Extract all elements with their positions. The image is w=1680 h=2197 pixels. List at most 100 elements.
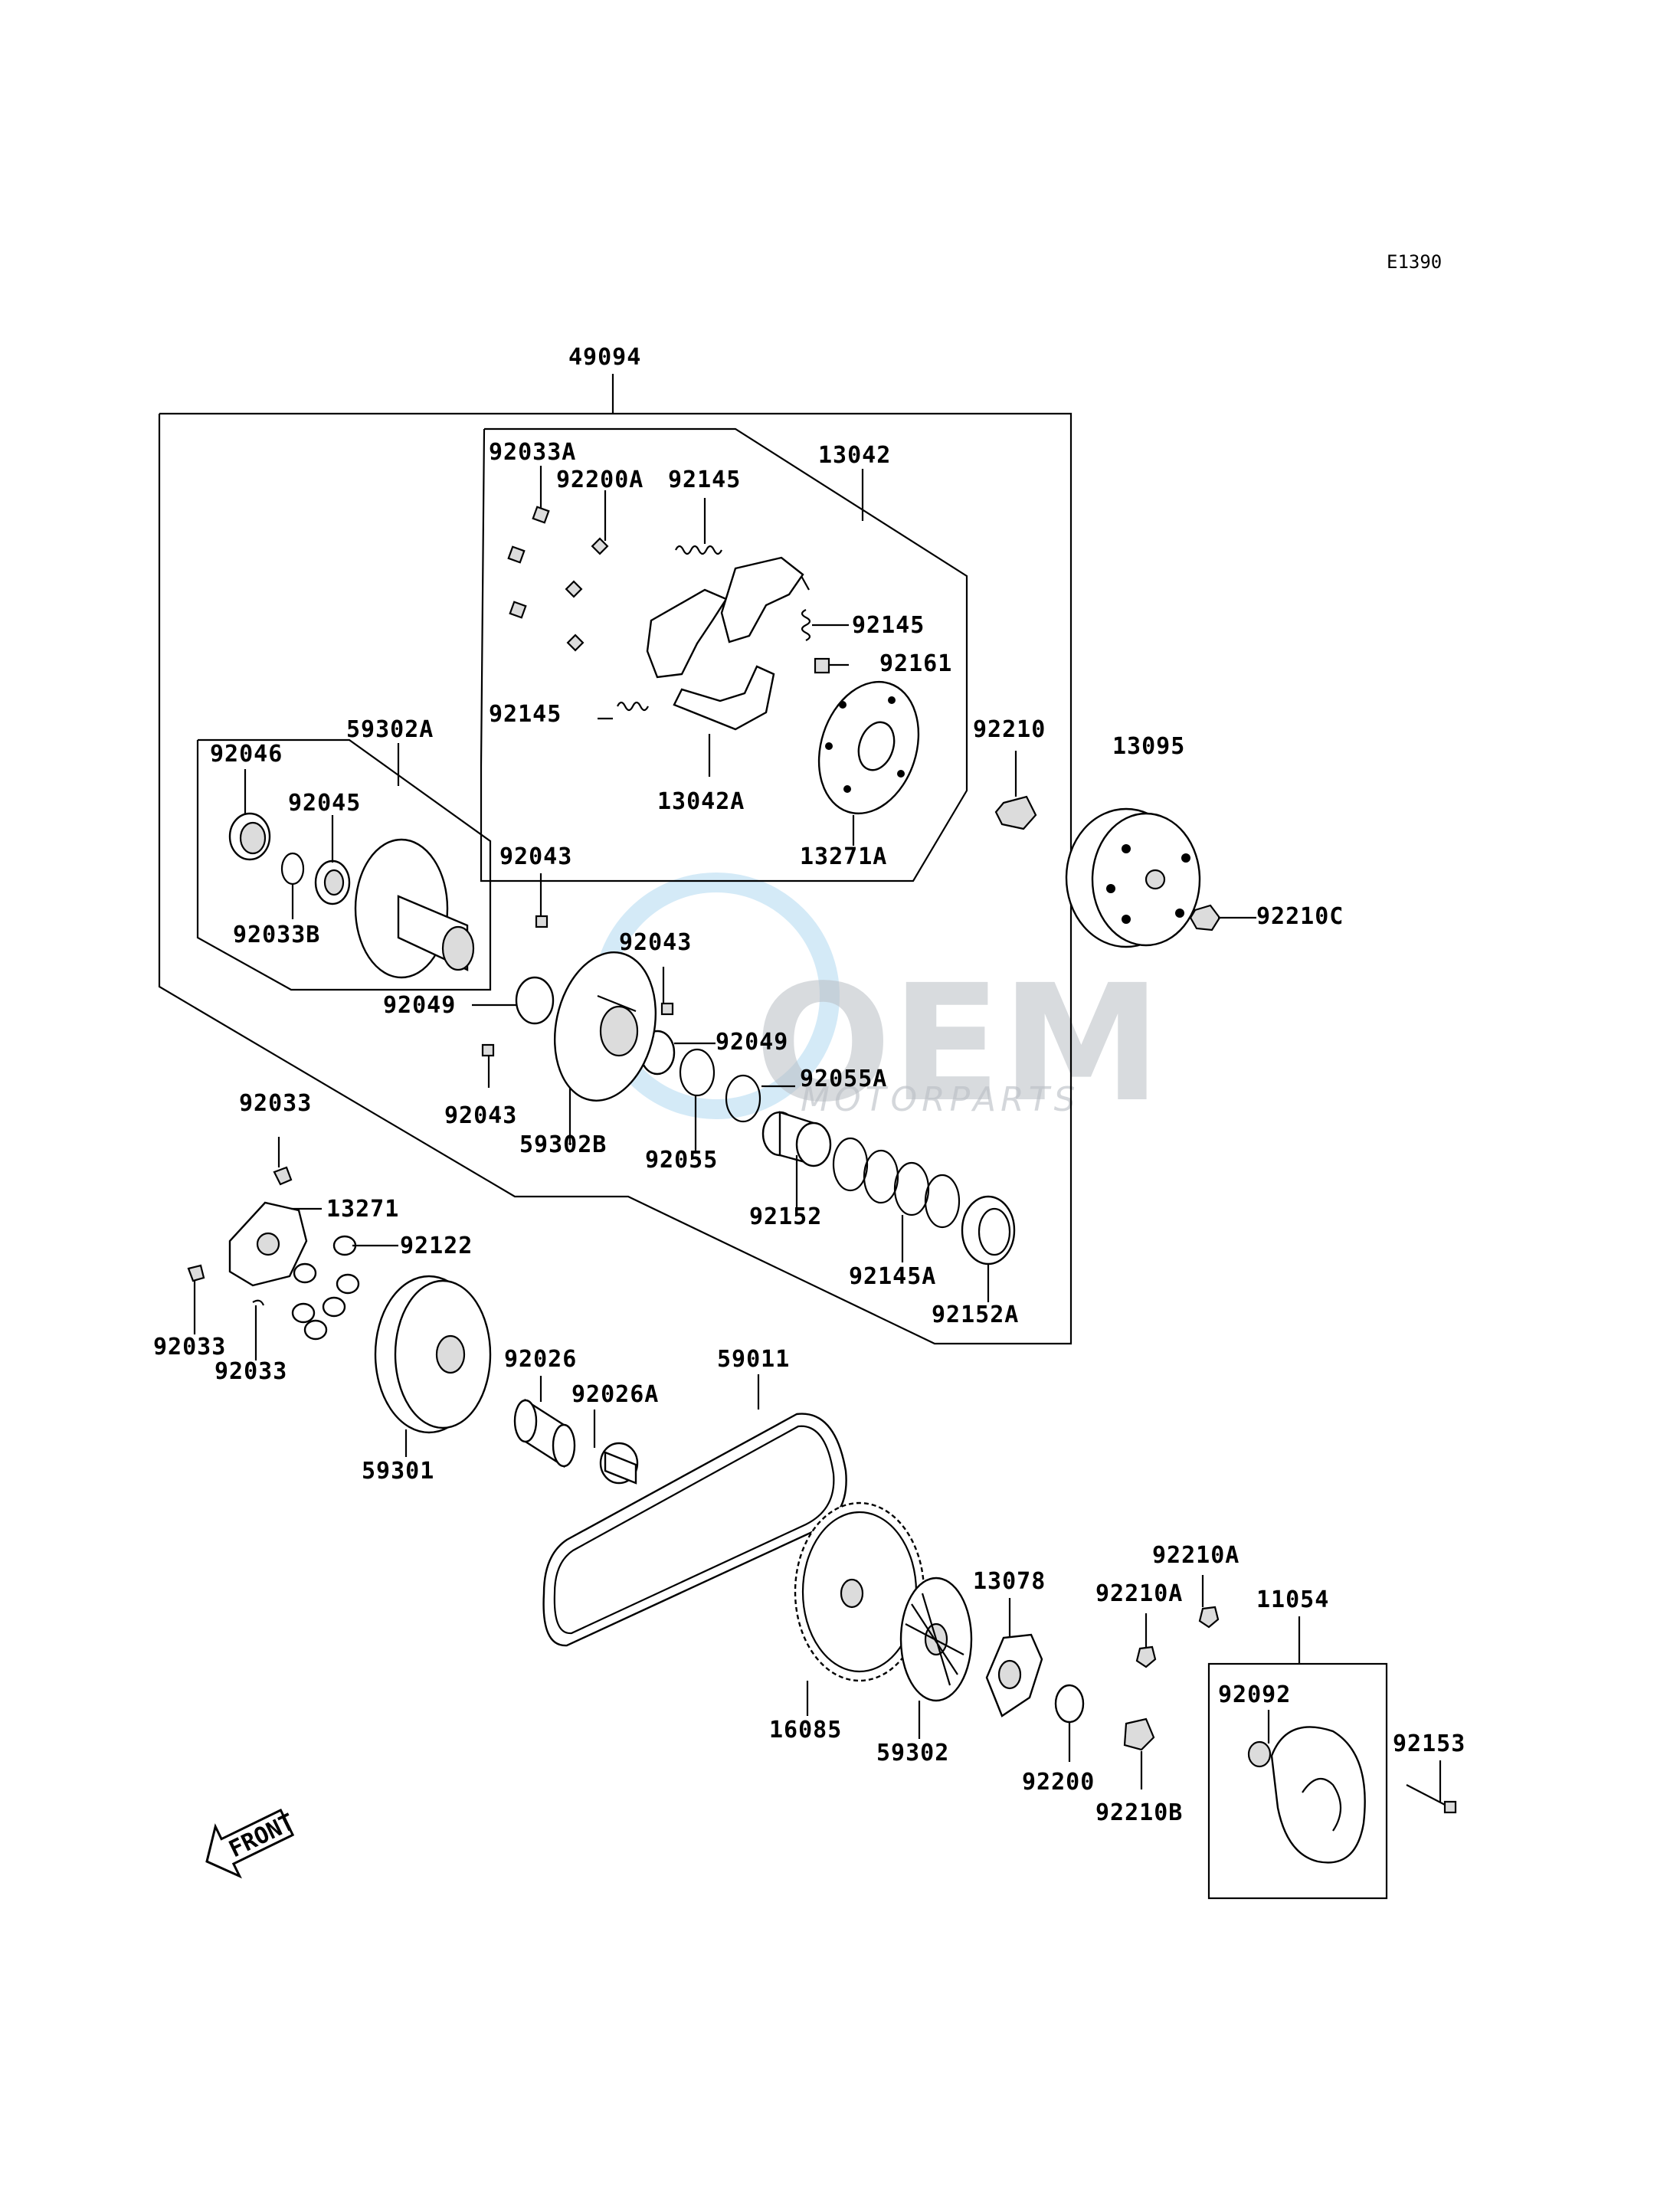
nut-92210A1-part: [1135, 1645, 1157, 1668]
bolt-92153-head: [1443, 1800, 1457, 1814]
bearing-92046-part: [228, 812, 271, 861]
nut-92161-part: [814, 657, 830, 674]
nut-92210A2-part: [1198, 1606, 1220, 1629]
label-92043-c: 92043: [444, 1102, 517, 1129]
label-92026: 92026: [504, 1346, 577, 1373]
front-label: FRONT: [225, 1809, 300, 1863]
nut-92210B-part: [1123, 1717, 1155, 1751]
label-92033B: 92033B: [233, 922, 320, 948]
label-59302B: 59302B: [519, 1131, 607, 1158]
label-92210: 92210: [973, 716, 1046, 743]
bolt-92153-part: [1406, 1784, 1449, 1807]
label-16085: 16085: [769, 1717, 842, 1744]
plate-13078-part: [985, 1633, 1043, 1717]
label-92026A: 92026A: [571, 1381, 659, 1408]
label-92049-b: 92049: [716, 1029, 788, 1056]
collar-92026A-part: [599, 1442, 639, 1485]
front-arrow: FRONT: [205, 1808, 300, 1879]
label-92210C: 92210C: [1256, 903, 1344, 930]
pin-92043c-part: [481, 1043, 495, 1057]
label-13271: 13271: [326, 1196, 399, 1223]
label-92092: 92092: [1218, 1681, 1291, 1708]
assembly-outline-13042: [480, 427, 968, 882]
label-92045: 92045: [288, 790, 361, 817]
clutch-plate-13271A: [817, 680, 920, 815]
slider-92033c-part: [252, 1299, 265, 1306]
watermark: OEM MOTORPARTS: [593, 873, 1161, 1138]
clutch-housing-13095: [1065, 807, 1201, 948]
bearing-92045-part: [314, 859, 351, 905]
label-92055A: 92055A: [800, 1066, 887, 1092]
washer-92200-part: [1054, 1684, 1085, 1724]
label-13095: 13095: [1112, 733, 1185, 760]
label-92152: 92152: [749, 1203, 822, 1230]
label-13271A: 13271A: [800, 843, 887, 870]
assembly-outline-11054: [1207, 1616, 1388, 1900]
label-13078: 13078: [973, 1568, 1046, 1595]
assembly-outline-49094: [158, 374, 1073, 1345]
label-92122: 92122: [400, 1233, 473, 1259]
nut-92210-part: [994, 795, 1037, 830]
label-92145-c: 92145: [489, 701, 562, 728]
pin-92043a-part: [535, 915, 549, 928]
collar-92152A-part: [961, 1195, 1016, 1265]
nut-92210C-part: [1189, 904, 1221, 932]
label-11054: 11054: [1256, 1586, 1329, 1613]
label-13042A: 13042A: [657, 788, 745, 815]
collar-92026-part: [513, 1398, 576, 1468]
label-92145-b: 92145: [852, 612, 925, 639]
label-92033A: 92033A: [489, 439, 576, 466]
clutch-springs: [617, 545, 811, 712]
slider-92033b-part: [187, 1264, 205, 1282]
label-92152A: 92152A: [932, 1302, 1019, 1328]
part-labels: 49094 13042 92033A 92200A 92145 92145 92…: [153, 344, 1465, 1826]
driven-face-59302B-part: [553, 951, 657, 1102]
label-92033-a: 92033: [239, 1090, 312, 1117]
watermark-subtitle: MOTORPARTS: [801, 1080, 1080, 1119]
slider-92033a-part: [273, 1166, 293, 1186]
label-92200: 92200: [1022, 1769, 1095, 1796]
leader-lines: [193, 466, 1442, 1802]
spring-92145A-part: [832, 1137, 961, 1229]
label-92161: 92161: [879, 650, 952, 677]
label-59011: 59011: [717, 1346, 790, 1373]
oring-92055-part: [679, 1048, 716, 1097]
weight-rollers-92122: [291, 1235, 360, 1341]
assembly-outline-59302A: [196, 738, 492, 991]
fan-59302-part: [899, 1577, 973, 1702]
label-92049-a: 92049: [383, 992, 456, 1019]
label-92210A-2: 92210A: [1152, 1542, 1240, 1569]
label-92055: 92055: [645, 1147, 718, 1174]
ramp-plate-13271-part: [228, 1201, 308, 1287]
driven-face-59302A-part: [354, 838, 475, 979]
label-59302A: 59302A: [346, 716, 434, 743]
cover-11054-part: [1247, 1726, 1366, 1864]
watermark-brand: OEM: [755, 950, 1161, 1138]
label-92153: 92153: [1393, 1730, 1465, 1757]
clutch-shoes: [646, 556, 810, 731]
label-92210A-1: 92210A: [1095, 1580, 1183, 1607]
label-92033-b: 92033: [153, 1334, 226, 1360]
diagram-code: E1390: [1387, 251, 1442, 273]
seal-92049a-part: [515, 976, 555, 1025]
label-92145A: 92145A: [849, 1263, 936, 1290]
label-49094: 49094: [568, 344, 641, 371]
label-92043-b: 92043: [619, 929, 692, 956]
label-13042: 13042: [818, 442, 891, 469]
label-92046: 92046: [210, 741, 283, 768]
drive-belt-59011-part: [542, 1413, 847, 1647]
bolt-92033A-parts: [507, 506, 609, 652]
circlip-92033B-part: [280, 852, 305, 886]
label-92200A: 92200A: [556, 467, 644, 493]
collar-92152-part: [761, 1111, 832, 1167]
drive-face-59301-part: [374, 1275, 492, 1434]
label-92145-a: 92145: [668, 467, 741, 493]
label-59301: 59301: [362, 1458, 434, 1485]
label-92210B: 92210B: [1095, 1799, 1183, 1826]
label-59302: 59302: [876, 1740, 949, 1766]
label-92043-a: 92043: [499, 843, 572, 870]
label-92033-c: 92033: [215, 1358, 287, 1385]
oring-92055A-part: [725, 1074, 761, 1123]
pin-92043b-part: [660, 1002, 674, 1016]
